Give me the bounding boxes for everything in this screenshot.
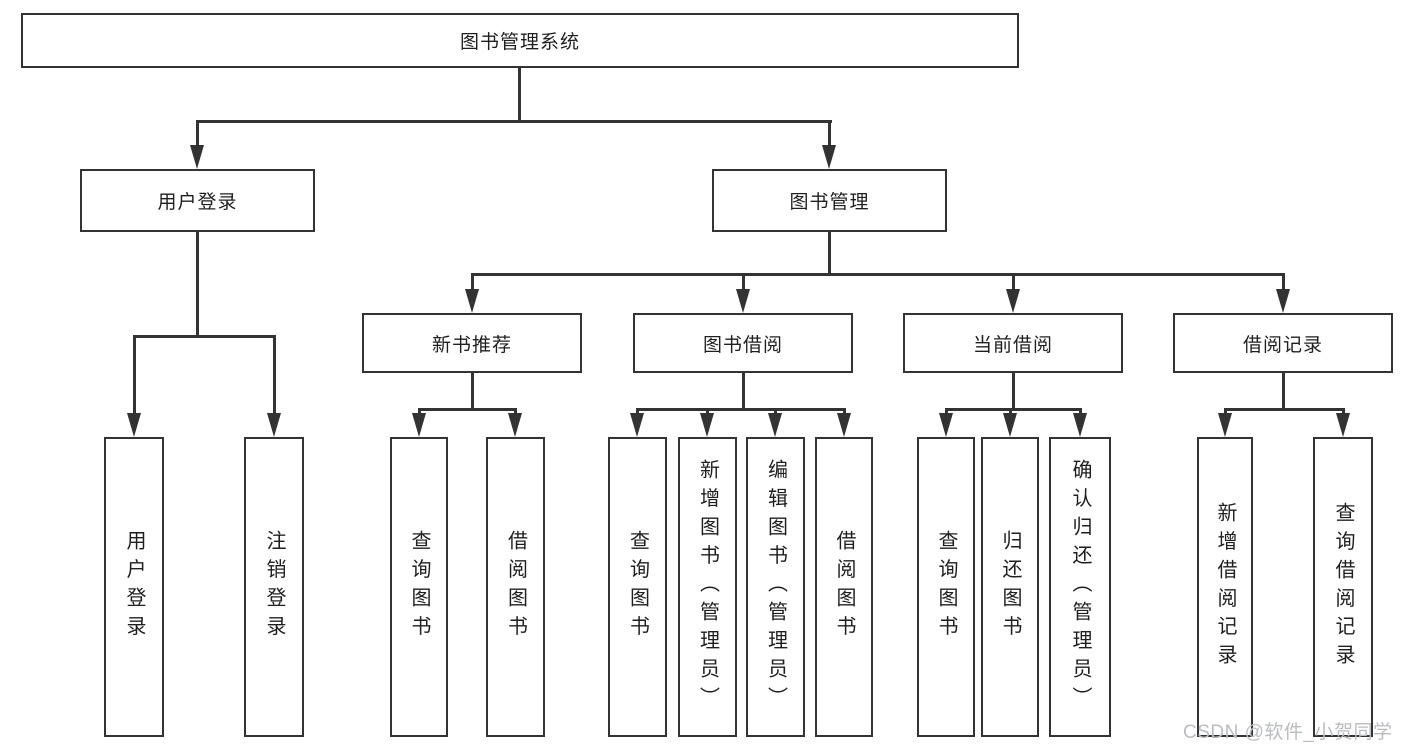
node-leaf-borrow-books: 借阅图书 xyxy=(815,437,873,737)
leaf-label: 查询图书 xyxy=(626,530,649,644)
connector-vline xyxy=(1282,273,1285,289)
connector-vline xyxy=(518,68,521,120)
arrow-down-icon xyxy=(267,413,281,437)
arrow-down-icon xyxy=(630,413,644,437)
arrow-down-icon xyxy=(465,289,479,313)
arrow-down-icon xyxy=(1003,413,1017,437)
connector-vline xyxy=(828,232,831,273)
arrow-down-icon xyxy=(127,413,141,437)
csdn-watermark: CSDN @软件_小贺同学 xyxy=(1183,722,1393,743)
arrow-down-icon xyxy=(1006,289,1020,313)
arrow-down-icon xyxy=(1218,413,1232,437)
connector-vline xyxy=(1342,408,1345,414)
connector-vline xyxy=(742,373,745,408)
node-leaf-query-books-borrow: 查询图书 xyxy=(608,437,667,737)
arrow-down-icon xyxy=(768,413,782,437)
connector-vline xyxy=(945,408,948,414)
leaf-label: 确认归还（管理员） xyxy=(1069,459,1091,715)
node-user-login: 用户登录 xyxy=(80,169,315,232)
connector-vline xyxy=(514,408,517,414)
connector-hline xyxy=(636,408,845,411)
connector-vline xyxy=(1012,373,1015,408)
connector-hline xyxy=(133,335,276,338)
leaf-label: 用户登录 xyxy=(123,530,145,644)
arrow-down-icon xyxy=(736,289,750,313)
connector-vline xyxy=(273,335,276,413)
arrow-down-icon xyxy=(1073,413,1087,437)
leaf-label: 编辑图书（管理员） xyxy=(764,459,787,715)
connector-vline xyxy=(706,408,709,414)
arrow-down-icon xyxy=(700,413,714,437)
connector-vline xyxy=(196,232,199,335)
node-leaf-query-borrow-record: 查询借阅记录 xyxy=(1313,437,1373,737)
arrow-down-icon xyxy=(822,145,836,169)
node-leaf-logout: 注销登录 xyxy=(244,437,304,737)
connector-hline xyxy=(1224,408,1344,411)
leaf-label: 新增图书（管理员） xyxy=(696,459,719,715)
connector-vline xyxy=(133,335,136,413)
arrow-down-icon xyxy=(1276,289,1290,313)
connector-vline xyxy=(1224,408,1227,414)
leaf-label: 归还图书 xyxy=(999,530,1021,644)
leaf-label: 查询图书 xyxy=(935,530,957,644)
node-borrow-records: 借阅记录 xyxy=(1173,313,1393,373)
connector-vline xyxy=(471,273,474,289)
node-leaf-query-books-recommend: 查询图书 xyxy=(390,437,448,737)
node-root: 图书管理系统 xyxy=(21,13,1019,68)
node-book-management: 图书管理 xyxy=(712,169,947,232)
connector-vline xyxy=(843,408,846,414)
leaf-label: 新增借阅记录 xyxy=(1214,501,1236,673)
arrow-down-icon xyxy=(508,413,522,437)
connector-vline xyxy=(1009,408,1012,414)
arrow-down-icon xyxy=(837,413,851,437)
connector-vline xyxy=(636,408,639,414)
node-leaf-user-login: 用户登录 xyxy=(104,437,164,737)
leaf-label: 查询图书 xyxy=(408,530,430,644)
node-current-borrow: 当前借阅 xyxy=(903,313,1123,373)
connector-hline xyxy=(471,273,1284,276)
connector-vline xyxy=(774,408,777,414)
leaf-label: 查询借阅记录 xyxy=(1332,501,1354,673)
arrow-down-icon xyxy=(1336,413,1350,437)
connector-vline xyxy=(196,120,199,146)
connector-hline xyxy=(945,408,1081,411)
node-leaf-add-borrow-record: 新增借阅记录 xyxy=(1197,437,1253,737)
leaf-label: 借阅图书 xyxy=(504,530,527,644)
node-leaf-query-books-current: 查询图书 xyxy=(917,437,975,737)
connector-vline xyxy=(828,120,831,146)
connector-vline xyxy=(1012,273,1015,289)
connector-vline xyxy=(1079,408,1082,414)
node-book-borrow: 图书借阅 xyxy=(633,313,853,373)
connector-vline xyxy=(1282,373,1285,408)
node-new-book-recommend: 新书推荐 xyxy=(362,313,582,373)
connector-vline xyxy=(471,373,474,408)
leaf-label: 注销登录 xyxy=(263,530,285,644)
arrow-down-icon xyxy=(190,145,204,169)
arrow-down-icon xyxy=(939,413,953,437)
connector-vline xyxy=(418,408,421,414)
node-leaf-add-books-admin: 新增图书（管理员） xyxy=(678,437,737,737)
node-leaf-confirm-return-admin: 确认归还（管理员） xyxy=(1049,437,1111,737)
node-leaf-borrow-books-recommend: 借阅图书 xyxy=(486,437,545,737)
node-leaf-return-books: 归还图书 xyxy=(981,437,1039,737)
connector-vline xyxy=(742,273,745,289)
leaf-label: 借阅图书 xyxy=(833,530,855,644)
connector-hline xyxy=(418,408,517,411)
node-leaf-edit-books-admin: 编辑图书（管理员） xyxy=(746,437,805,737)
connector-hline xyxy=(196,120,832,123)
arrow-down-icon xyxy=(412,413,426,437)
